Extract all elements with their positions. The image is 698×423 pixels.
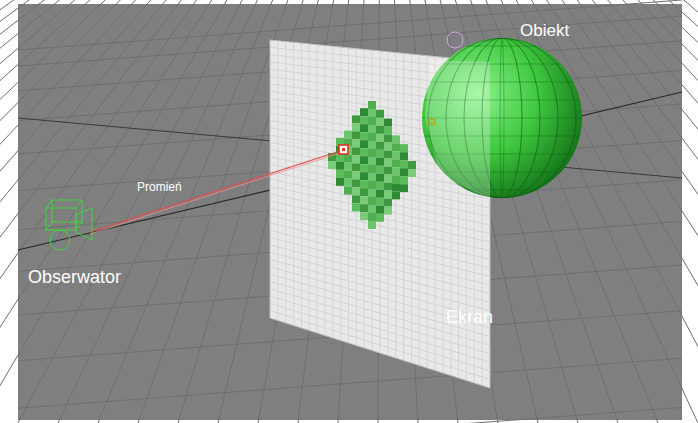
object-sphere: [420, 32, 584, 200]
screen: [270, 40, 490, 388]
observer-label: Obserwator: [28, 268, 121, 288]
ray: [90, 145, 348, 234]
object-label: Obiekt: [520, 22, 569, 41]
screen-label: Ekran: [446, 308, 493, 328]
ray-label: Promień: [137, 181, 182, 194]
observer-camera: [46, 200, 92, 250]
ground: [18, 4, 682, 420]
